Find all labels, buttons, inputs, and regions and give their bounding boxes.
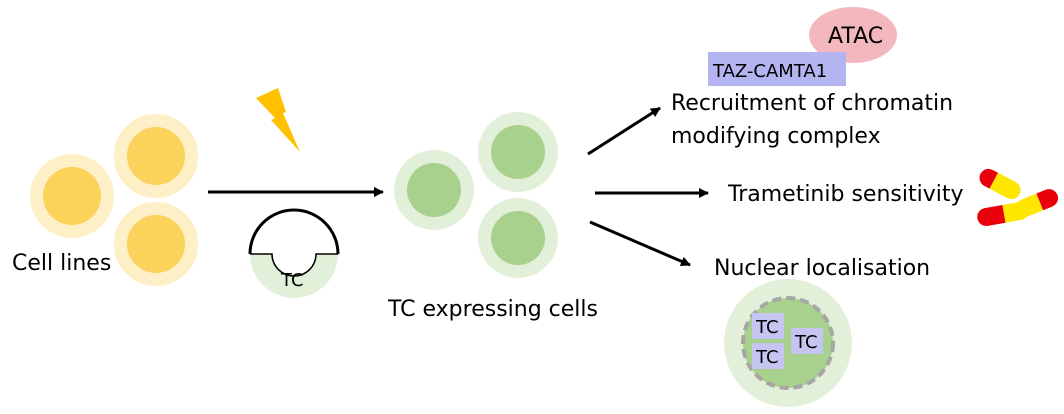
recruitment-label-line1: Recruitment of chromatin bbox=[671, 91, 953, 116]
yellow-cell bbox=[114, 202, 198, 286]
trametinib-label: Trametinib sensitivity bbox=[727, 182, 963, 207]
green-cell bbox=[478, 112, 558, 192]
tc-protein-label: TC bbox=[755, 317, 779, 338]
taz-camta1-label: TAZ-CAMTA1 bbox=[712, 61, 827, 82]
tc-protein-label: TC bbox=[755, 347, 779, 368]
recruitment-label-line2: modifying complex bbox=[671, 124, 881, 149]
lightning-bolt-icon bbox=[256, 88, 300, 152]
tc-protein-label: TC bbox=[794, 332, 818, 353]
green-cell bbox=[394, 150, 474, 230]
plasmid-tc-label: TC bbox=[280, 270, 304, 291]
pill-icon bbox=[977, 202, 1029, 226]
pill-icon bbox=[979, 168, 1021, 200]
plasmid-icon bbox=[248, 208, 340, 298]
yellow-cell bbox=[30, 154, 114, 238]
nuclear-localisation-label: Nuclear localisation bbox=[714, 256, 930, 281]
cell-lines-label: Cell lines bbox=[12, 251, 111, 276]
tc-protein-box bbox=[791, 328, 823, 354]
tc-expressing-cells-label: TC expressing cells bbox=[387, 297, 598, 322]
green-cell bbox=[478, 198, 558, 278]
atac-ellipse bbox=[809, 7, 897, 63]
atac-label: ATAC bbox=[828, 24, 883, 49]
taz-camta1-box bbox=[708, 52, 846, 86]
yellow-cell bbox=[114, 114, 198, 198]
nucleus-cell bbox=[724, 279, 852, 407]
arrow-to-recruitment bbox=[587, 106, 661, 156]
yellow-cell-group bbox=[30, 114, 198, 286]
tc-protein-box bbox=[752, 313, 784, 339]
tc-protein-box bbox=[752, 343, 784, 369]
arrow-to-nuclear bbox=[589, 220, 691, 267]
green-cell-group bbox=[394, 112, 558, 278]
